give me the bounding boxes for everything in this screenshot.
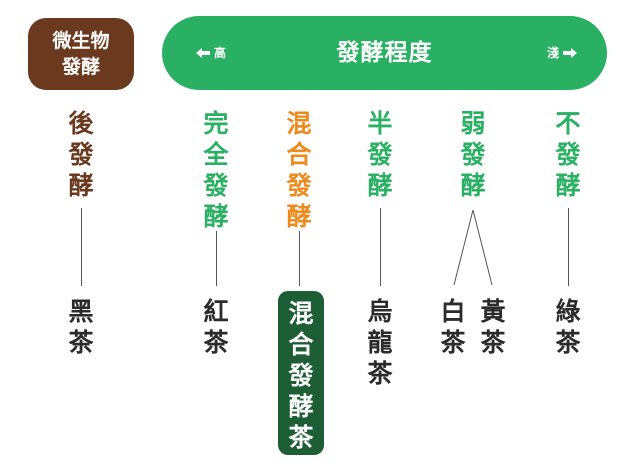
tea-yellow: 黃茶: [480, 297, 506, 357]
category-semi-fermented: 半發酵: [367, 109, 393, 200]
tea-green: 綠茶: [555, 297, 581, 357]
branch-connector: [453, 209, 493, 286]
connector-line: [568, 208, 569, 286]
tea-white: 白茶: [440, 297, 466, 357]
microbial-fermentation-label: 微生物發酵: [52, 30, 110, 78]
category-lightly-fermented: 弱發酵: [460, 109, 486, 200]
fermentation-degree-title: 發酵程度: [336, 40, 433, 66]
category-mixed-fermented: 混合發酵: [286, 109, 312, 231]
tea-oolong: 烏龍茶: [367, 297, 393, 388]
category-post-fermented: 後發酵: [68, 109, 94, 200]
connector-line: [81, 208, 82, 286]
high-end: 高: [196, 44, 226, 61]
category-unfermented: 不發酵: [555, 109, 581, 200]
fermentation-degree-bar: 高 發酵程度 淺: [162, 16, 607, 90]
connector-line: [216, 231, 217, 286]
high-label: 高: [214, 46, 227, 60]
arrow-right-icon: [563, 47, 577, 58]
tea-dark: 黑茶: [68, 297, 94, 357]
microbial-fermentation-box: 微生物發酵: [28, 18, 134, 90]
connector-line: [299, 231, 300, 286]
low-end: 淺: [547, 44, 577, 61]
arrow-left-icon: [196, 47, 210, 58]
tea-mixed-fermented: 混合發酵茶: [288, 299, 314, 452]
low-label: 淺: [546, 46, 559, 60]
mixed-fermented-tea-box: 混合發酵茶: [278, 291, 324, 455]
connector-line: [380, 208, 381, 286]
category-fully-fermented: 完全發酵: [203, 109, 229, 231]
tea-black: 紅茶: [203, 297, 229, 357]
